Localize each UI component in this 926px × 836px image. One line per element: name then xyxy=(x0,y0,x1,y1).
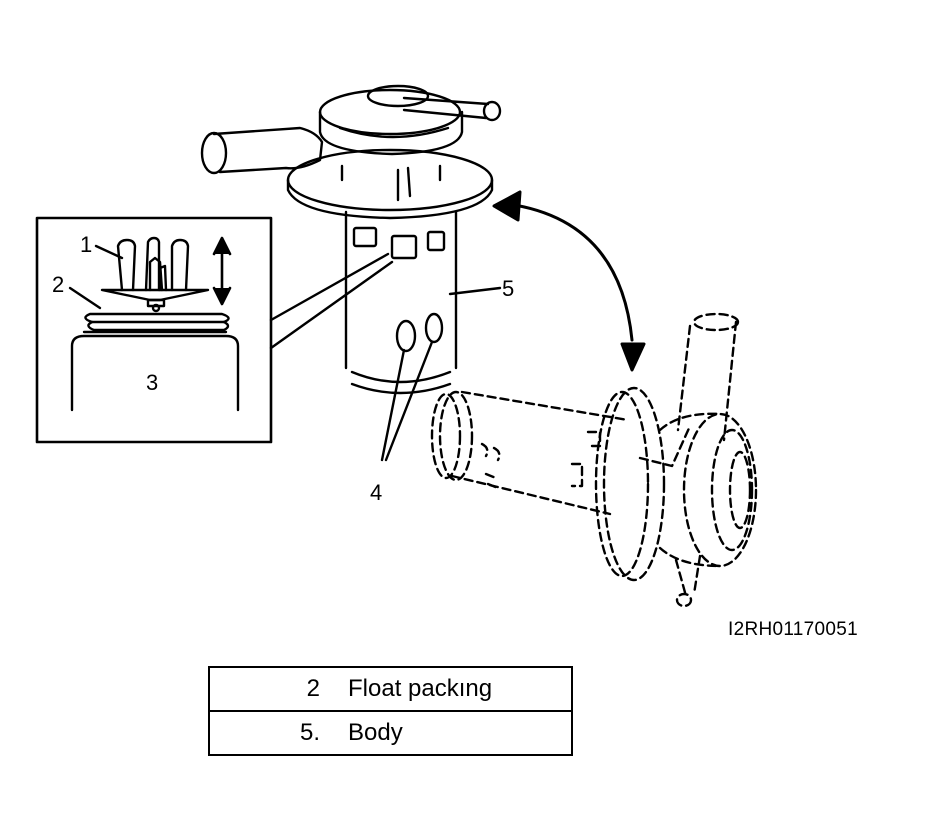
legend-label: Body xyxy=(348,719,403,746)
rotation-arrow xyxy=(492,190,646,372)
leader-4 xyxy=(380,340,434,462)
leader-2 xyxy=(68,286,102,310)
legend-label: Float packıng xyxy=(348,675,493,702)
legend-cell: 5. Body xyxy=(208,710,573,756)
float-travel-arrow xyxy=(212,236,232,306)
body-part xyxy=(70,330,240,412)
legend-row: 5. Body xyxy=(208,710,573,756)
legend-cell: 2 Float packıng xyxy=(208,666,573,712)
parts-legend-table: 2 Float packıng 5. Body xyxy=(208,666,573,756)
legend-number: 5. xyxy=(299,719,320,746)
callout-4: 4 xyxy=(370,480,382,505)
legend-row: 2 Float packıng xyxy=(208,666,573,712)
float-packing xyxy=(84,312,230,332)
legend-number: 2 xyxy=(306,675,320,702)
callout-5: 5 xyxy=(502,276,514,301)
float-part xyxy=(100,236,210,313)
figure-reference-code: I2RH01170051 xyxy=(728,619,859,640)
callout-1: 1 xyxy=(80,232,92,257)
callout-3: 3 xyxy=(146,370,158,395)
valve-horizontal-dashed xyxy=(430,312,758,608)
callout-2: 2 xyxy=(52,272,64,297)
leader-1 xyxy=(94,244,124,260)
valve-upright xyxy=(200,84,502,395)
inset-detail: 1 2 3 xyxy=(35,216,273,444)
leader-5 xyxy=(448,286,502,296)
inset-connector-lines xyxy=(269,252,394,350)
